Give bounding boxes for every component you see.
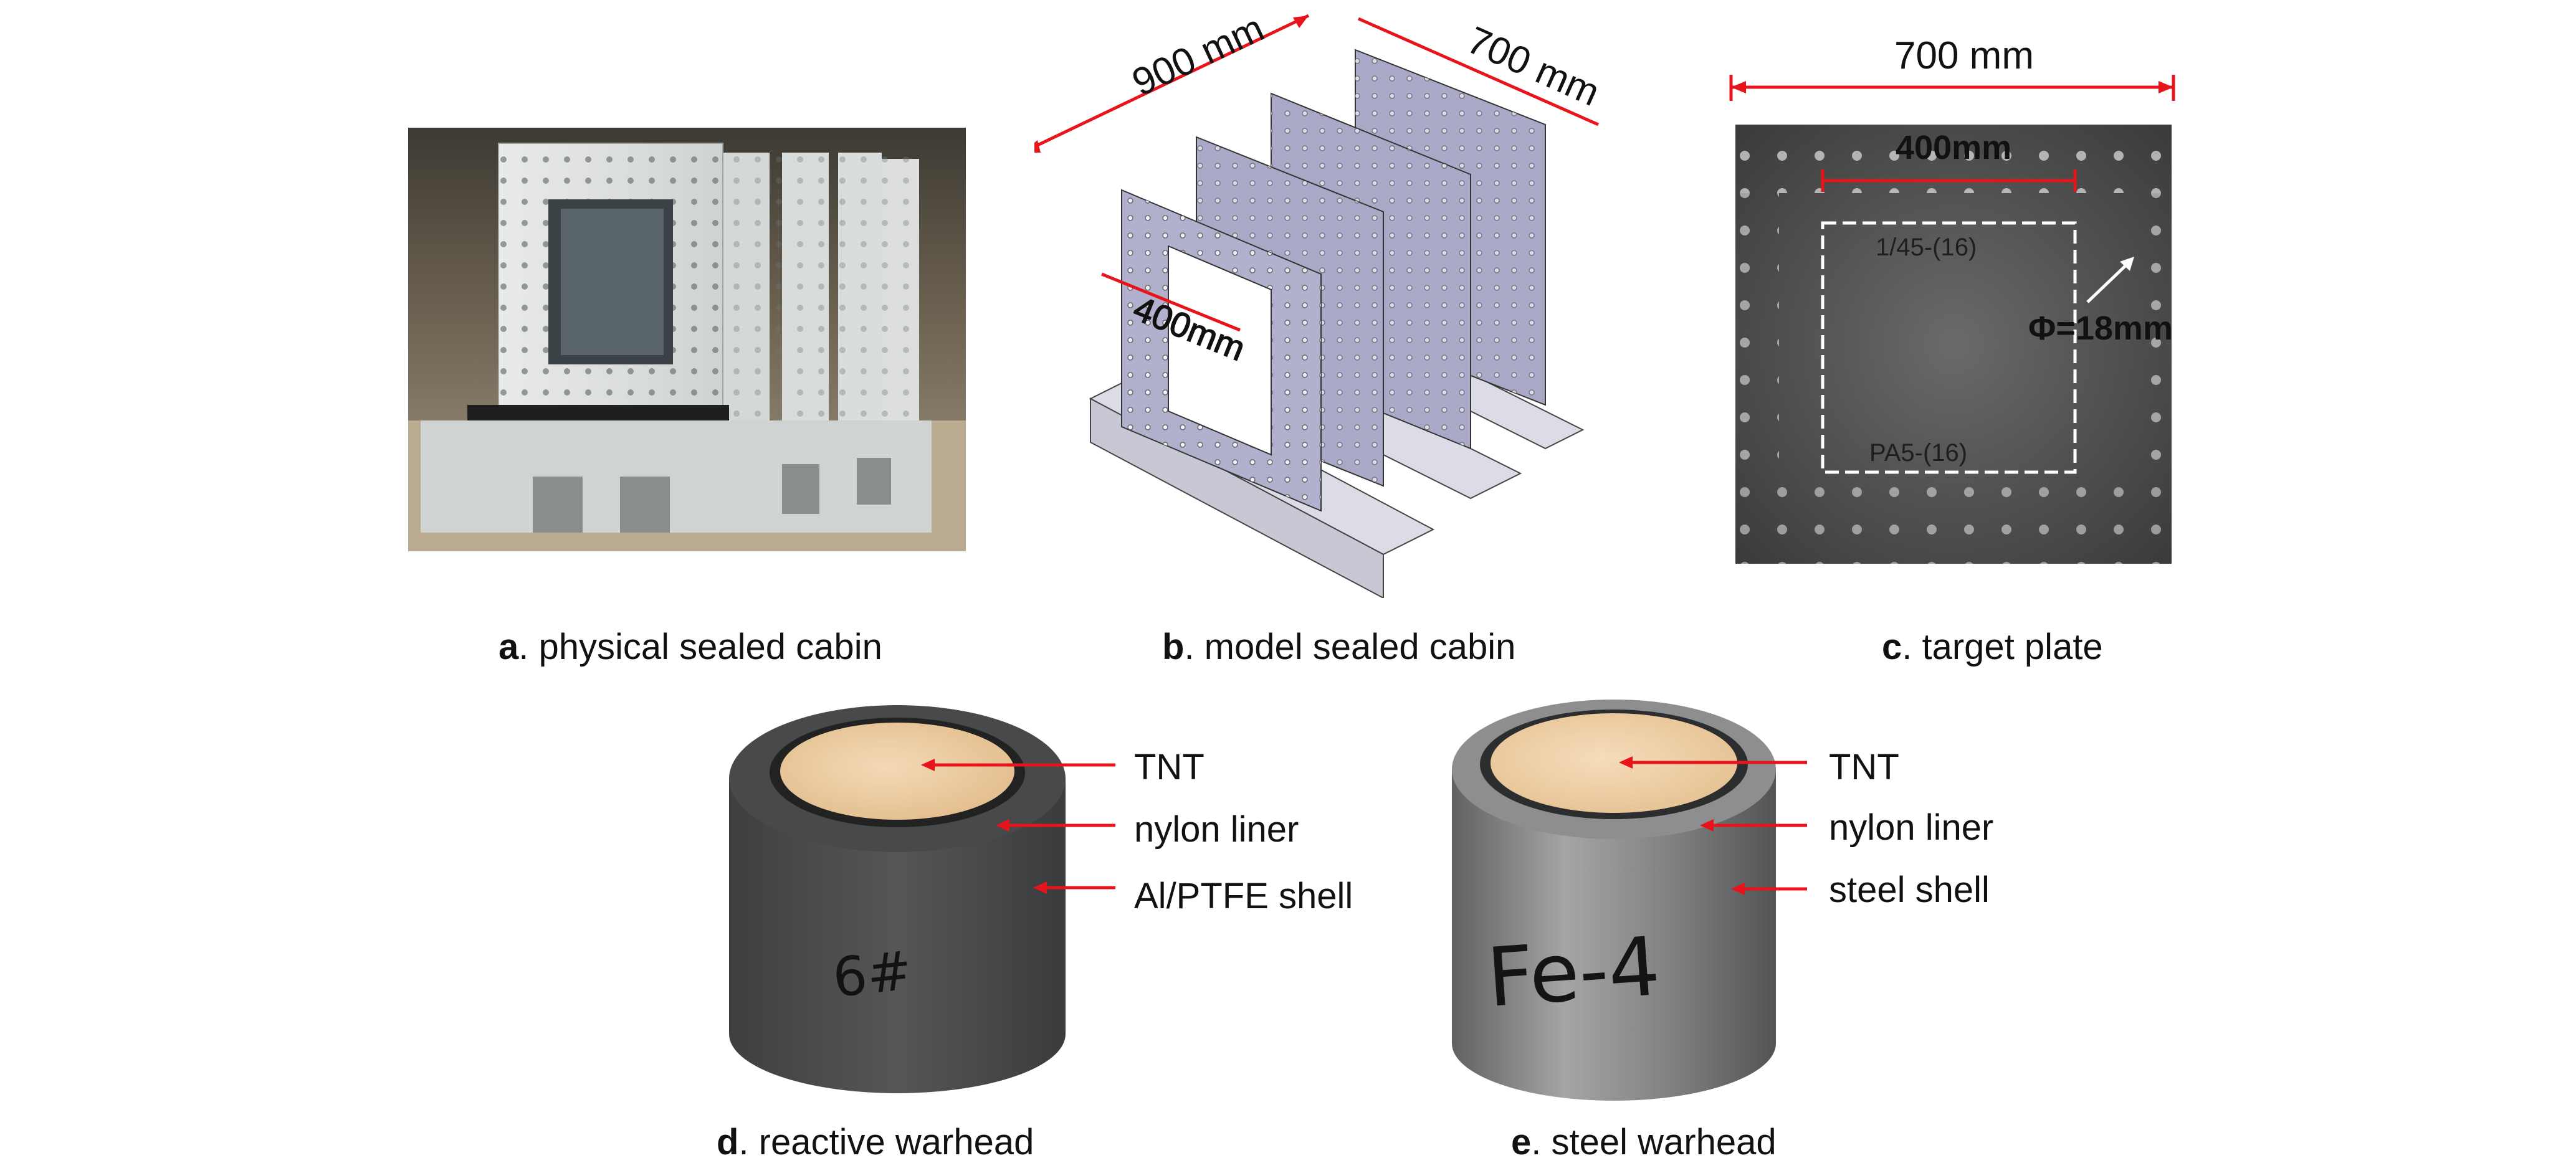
target-marking-bottom: PA5-(16)	[1869, 439, 1967, 467]
steel-warhead-marking: Fe-4	[1484, 919, 1663, 1025]
panel-d-photo: 6#	[723, 698, 1072, 1103]
caption-b-letter: b	[1162, 627, 1185, 667]
caption-a-letter: a	[499, 627, 519, 667]
dim-length-label: 900 mm	[1126, 6, 1271, 104]
target-plate-image: 700 mm 400mm 1/45-(16) PA5-(16) Φ=18mm	[1729, 34, 2175, 564]
reactive-warhead-marking: 6#	[830, 939, 915, 1010]
steel-warhead-arrows	[1619, 756, 1807, 895]
panel-c-photo: 700 mm 400mm 1/45-(16) PA5-(16) Φ=18mm	[1726, 25, 2181, 567]
physical-cabin-image	[408, 128, 966, 551]
caption-e-text: . steel warhead	[1531, 1122, 1777, 1162]
caption-d: d. reactive warhead	[717, 1121, 1034, 1163]
reactive-label-shell: Al/PTFE shell	[1134, 876, 1353, 916]
caption-b: b. model sealed cabin	[1162, 626, 1515, 668]
caption-a-text: . physical sealed cabin	[518, 627, 882, 667]
target-marking-top: 1/45-(16)	[1876, 234, 1977, 261]
panel-e-photo: Fe-4	[1446, 695, 1782, 1106]
reactive-label-nylon-liner: nylon liner	[1134, 809, 1299, 850]
steel-warhead-image: Fe-4	[1452, 700, 1776, 1101]
caption-d-text: . reactive warhead	[738, 1122, 1034, 1162]
caption-c: c. target plate	[1882, 626, 2103, 668]
caption-b-text: . model sealed cabin	[1184, 627, 1516, 667]
target-opening-label: 400mm	[1896, 129, 2011, 166]
reactive-label-tnt: TNT	[1134, 747, 1205, 787]
caption-d-letter: d	[717, 1122, 739, 1162]
caption-c-letter: c	[1882, 627, 1902, 667]
steel-label-nylon-liner: nylon liner	[1829, 807, 1994, 848]
reactive-warhead-image: 6#	[729, 705, 1066, 1093]
steel-label-tnt: TNT	[1829, 747, 1899, 787]
caption-c-text: . target plate	[1902, 627, 2103, 667]
model-cabin-image: 900 mm 700 mm 400mm	[1034, 6, 1606, 598]
steel-label-shell: steel shell	[1829, 870, 1990, 910]
panel-b-drawing: 900 mm 700 mm 400mm	[1034, 0, 1620, 598]
caption-a: a. physical sealed cabin	[499, 626, 882, 668]
target-width-label: 700 mm	[1894, 34, 2034, 77]
reactive-warhead-arrows	[921, 759, 1115, 894]
target-hole-label: Φ=18mm	[2028, 310, 2173, 347]
caption-e-letter: e	[1511, 1122, 1532, 1162]
caption-e: e. steel warhead	[1511, 1121, 1777, 1163]
panel-a-photo	[408, 128, 966, 551]
